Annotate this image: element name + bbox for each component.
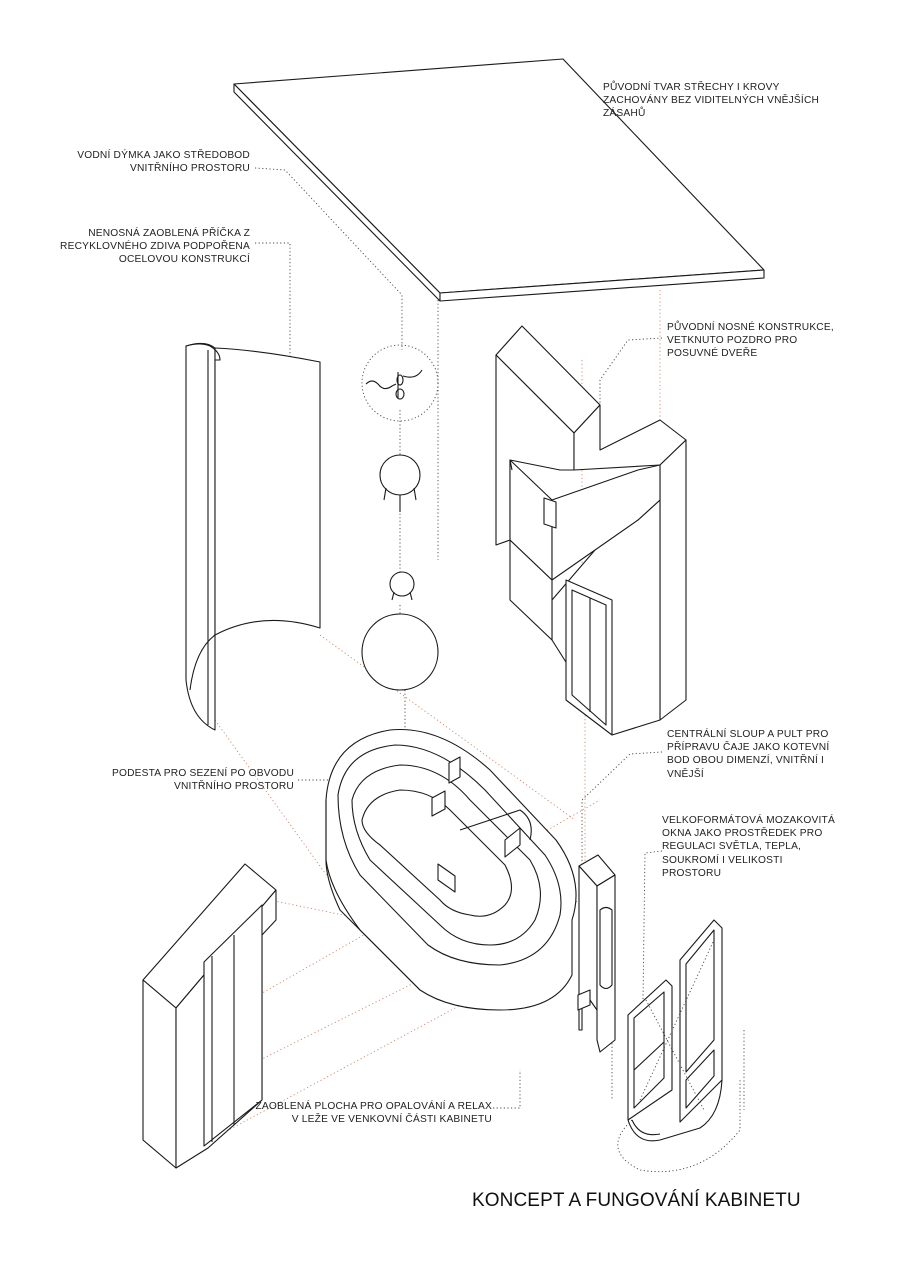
seating-podium bbox=[325, 728, 577, 1011]
roof-slab bbox=[233, 58, 765, 302]
annotation-partition: NENOSNÁ ZAOBLENÁ PŘÍČKA Z RECYKLOVNÉHO Z… bbox=[60, 227, 250, 267]
annotation-line: VETKNUTO POZDRO PRO bbox=[667, 335, 798, 347]
annotation-seating: PODESTA PRO SEZENÍ PO OBVODU VNITŘNÍHO P… bbox=[112, 767, 294, 793]
annotation-line: PŘÍPRAVU ČAJE JAKO KOTEVNÍ bbox=[667, 742, 830, 754]
load-bearing-structure bbox=[495, 325, 687, 736]
annotation-line: PŮVODNÍ TVAR STŘECHY I KROVY bbox=[603, 82, 780, 93]
annotation-line: VELKOFORMÁTOVÁ MOZAKOVITÁ bbox=[662, 815, 835, 826]
annotation-line: PROSTORU bbox=[662, 867, 722, 879]
annotation-line: VODNÍ DÝMKA JAKO STŘEDOBOD bbox=[77, 150, 250, 161]
annotation-roof: PŮVODNÍ TVAR STŘECHY I KROVY ZACHOVÁNY B… bbox=[603, 81, 819, 121]
guide-lines bbox=[254, 99, 745, 1173]
annotation-line: SOUKROMÍ I VELIKOSTI bbox=[662, 854, 783, 866]
annotation-column: CENTRÁLNÍ SLOUP A PULT PRO PŘÍPRAVU ČAJE… bbox=[667, 728, 829, 781]
central-column bbox=[577, 854, 616, 1053]
table-sphere-large bbox=[379, 454, 421, 512]
annotation-line: VNĚJŠÍ bbox=[667, 768, 704, 780]
pouf-sphere bbox=[361, 613, 439, 691]
annotation-line: VNITŘNÍHO PROSTORU bbox=[129, 163, 250, 175]
annotation-line: BOD OBOU DIMENZÍ, VNITŘNÍ I bbox=[667, 755, 825, 767]
annotation-line: OKNA JAKO PROSTŘEDEK PRO bbox=[662, 828, 823, 840]
annotation-line: ZAOBLENÁ PLOCHA PRO OPALOVÁNÍ A RELAX bbox=[255, 1101, 492, 1112]
annotation-line: RECYKLOVNÉHO ZDIVA PODPOŘENA bbox=[60, 241, 250, 253]
table-sphere-small bbox=[389, 571, 415, 601]
annotation-lounge: ZAOBLENÁ PLOCHA PRO OPALOVÁNÍ A RELAX V … bbox=[255, 1100, 492, 1126]
window-frames bbox=[627, 919, 723, 1142]
annotation-hookah: VODNÍ DÝMKA JAKO STŘEDOBOD VNITŘNÍHO PRO… bbox=[77, 149, 250, 175]
annotation-line: PODESTA PRO SEZENÍ PO OBVODU bbox=[111, 768, 294, 779]
annotation-line: V LEŽE VE VENKOVNÍ ČÁSTI KABINETU bbox=[291, 1114, 492, 1126]
annotation-windows: VELKOFORMÁTOVÁ MOZAKOVITÁ OKNA JAKO PROS… bbox=[662, 814, 835, 880]
page-title: KONCEPT A FUNGOVÁNÍ KABINETU bbox=[472, 1190, 801, 1211]
annotation-line: ZACHOVÁNY BEZ VIDITELNÝCH VNĚJŠÍCH bbox=[603, 95, 820, 107]
annotation-structure: PŮVODNÍ NOSNÉ KONSTRUKCE, VETKNUTO POZDR… bbox=[667, 321, 834, 361]
annotation-line: VNITŘNÍHO PROSTORU bbox=[173, 781, 294, 793]
annotation-line: POSUVNÉ DVEŘE bbox=[667, 348, 758, 360]
annotation-line: ZÁSAHŮ bbox=[603, 108, 646, 120]
annotation-line: OCELOVOU KONSTRUKCÍ bbox=[118, 254, 250, 266]
curved-partition-wall bbox=[185, 342, 321, 731]
annotation-line: NENOSNÁ ZAOBLENÁ PŘÍČKA Z bbox=[88, 228, 250, 239]
lounge-wall bbox=[142, 863, 277, 1169]
annotation-line: PŮVODNÍ NOSNÉ KONSTRUKCE, bbox=[667, 322, 834, 333]
annotation-line: REGULACI SVĚTLA, TEPLA, bbox=[662, 841, 802, 853]
annotation-line: CENTRÁLNÍ SLOUP A PULT PRO bbox=[667, 729, 829, 740]
hookah-circle bbox=[361, 344, 439, 422]
